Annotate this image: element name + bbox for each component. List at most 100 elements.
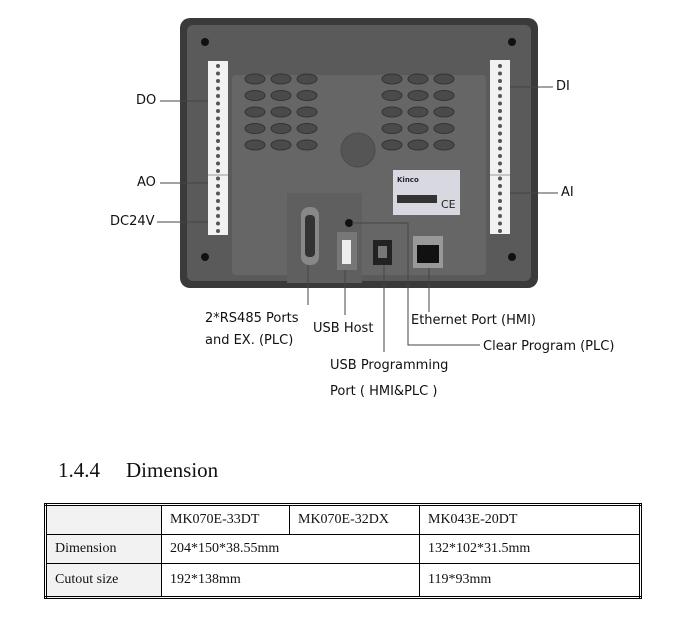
terminal-pin xyxy=(498,176,502,181)
table-header-row: MK070E-33DT MK070E-32DX MK043E-20DT xyxy=(45,504,641,535)
label-do: DO xyxy=(136,93,157,108)
vent-hole xyxy=(244,123,266,134)
label-clear-program: Clear Program (PLC) xyxy=(483,339,615,354)
usb-host-port xyxy=(337,232,357,270)
vent-hole xyxy=(407,123,429,134)
terminal-pin xyxy=(216,199,220,203)
terminal-pin xyxy=(498,139,502,143)
table-row: Dimension 204*150*38.55mm 132*102*31.5mm xyxy=(45,534,641,564)
terminal-pin xyxy=(498,169,502,173)
vent-hole xyxy=(296,106,318,118)
terminal-pin xyxy=(498,184,502,188)
table-cell: 192*138mm xyxy=(161,563,420,598)
table-header-cell: MK070E-32DX xyxy=(289,504,420,535)
hmi-rear-diagram: Kinco CE xyxy=(157,18,558,352)
terminal-pin xyxy=(216,206,220,211)
vent-hole xyxy=(433,90,455,101)
vent-hole xyxy=(433,73,455,85)
vent-hole xyxy=(296,90,318,101)
vent-hole xyxy=(381,139,403,151)
vent-hole xyxy=(407,73,429,85)
terminal-pin xyxy=(216,229,220,233)
terminal-pin xyxy=(216,64,220,68)
vent-hole xyxy=(296,139,318,151)
label-rs485-line2: and EX. (PLC) xyxy=(205,333,294,348)
vent-hole xyxy=(381,106,403,118)
vent-hole xyxy=(433,123,455,134)
terminal-pin xyxy=(216,184,220,188)
section-heading: 1.4.4 Dimension xyxy=(58,458,218,483)
clear-button xyxy=(345,219,353,227)
screw-holes xyxy=(201,38,516,261)
terminal-pin xyxy=(216,214,220,218)
terminal-pin xyxy=(216,146,220,151)
svg-text:Kinco: Kinco xyxy=(397,176,419,184)
terminal-pin xyxy=(216,116,220,121)
terminal-pin xyxy=(216,124,220,128)
label-usb-programming: USB Programming Port ( HMI&PLC ) xyxy=(330,355,448,403)
vent-hole xyxy=(296,73,318,85)
table-cell: 132*102*31.5mm xyxy=(419,534,641,564)
vent-hole xyxy=(270,90,292,101)
terminal-pin xyxy=(216,94,220,98)
label-rs485-line1: 2*RS485 Ports xyxy=(205,311,299,326)
terminal-pin xyxy=(216,109,220,113)
terminal-pin xyxy=(216,221,220,226)
label-usb-prog-line1: USB Programming xyxy=(330,358,449,373)
terminal-pin xyxy=(498,131,502,136)
section-title: Dimension xyxy=(126,458,219,482)
vent-hole xyxy=(433,139,455,151)
dimension-table: MK070E-33DT MK070E-32DX MK043E-20DT Dime… xyxy=(44,503,642,599)
table-cell: 119*93mm xyxy=(419,563,641,598)
terminal-pin xyxy=(498,214,502,218)
label-usb-prog-line2: Port ( HMI&PLC ) xyxy=(330,384,438,399)
table-header-cell: MK043E-20DT xyxy=(419,504,641,535)
label-dc24v: DC24V xyxy=(110,214,155,229)
vent-hole xyxy=(296,123,318,134)
terminal-pin xyxy=(498,86,502,91)
vent-hole xyxy=(407,106,429,118)
vent-hole xyxy=(270,73,292,85)
terminal-pin xyxy=(216,154,220,158)
vent-hole xyxy=(244,73,266,85)
terminal-pin xyxy=(498,154,502,158)
terminal-pin xyxy=(498,109,502,113)
center-mount xyxy=(340,132,376,168)
terminal-pin xyxy=(216,86,220,91)
vent-hole xyxy=(270,139,292,151)
product-label: Kinco CE xyxy=(393,170,460,215)
label-usb-host: USB Host xyxy=(313,321,374,336)
ethernet-port xyxy=(413,236,443,268)
terminal-pin xyxy=(498,161,502,166)
terminal-pin xyxy=(498,94,502,98)
vent-hole xyxy=(433,106,455,118)
vent-hole xyxy=(244,139,266,151)
terminal-pin xyxy=(498,191,502,196)
label-ao: AO xyxy=(137,175,156,190)
terminal-pin xyxy=(216,169,220,173)
terminal-pin xyxy=(216,131,220,136)
vent-hole xyxy=(381,90,403,101)
row-label: Cutout size xyxy=(45,563,162,598)
terminal-pin xyxy=(498,71,502,76)
label-di: DI xyxy=(556,79,570,94)
usb-b-port xyxy=(373,240,392,265)
db9-port xyxy=(301,207,319,265)
vent-hole xyxy=(381,123,403,134)
terminal-pin xyxy=(216,101,220,106)
hmi-device-rear: Kinco CE xyxy=(180,18,538,288)
terminal-pin xyxy=(498,221,502,226)
vent-hole xyxy=(244,106,266,118)
table-header-cell xyxy=(45,504,162,535)
vent-hole xyxy=(244,90,266,101)
terminal-pin xyxy=(498,116,502,121)
section-number: 1.4.4 xyxy=(58,458,100,482)
terminal-pin xyxy=(498,229,502,233)
terminal-pin xyxy=(498,124,502,128)
table-cell: 204*150*38.55mm xyxy=(161,534,420,564)
terminal-pin xyxy=(216,71,220,76)
terminal-pin xyxy=(498,146,502,151)
terminal-pin xyxy=(498,199,502,203)
vent-hole xyxy=(407,139,429,151)
